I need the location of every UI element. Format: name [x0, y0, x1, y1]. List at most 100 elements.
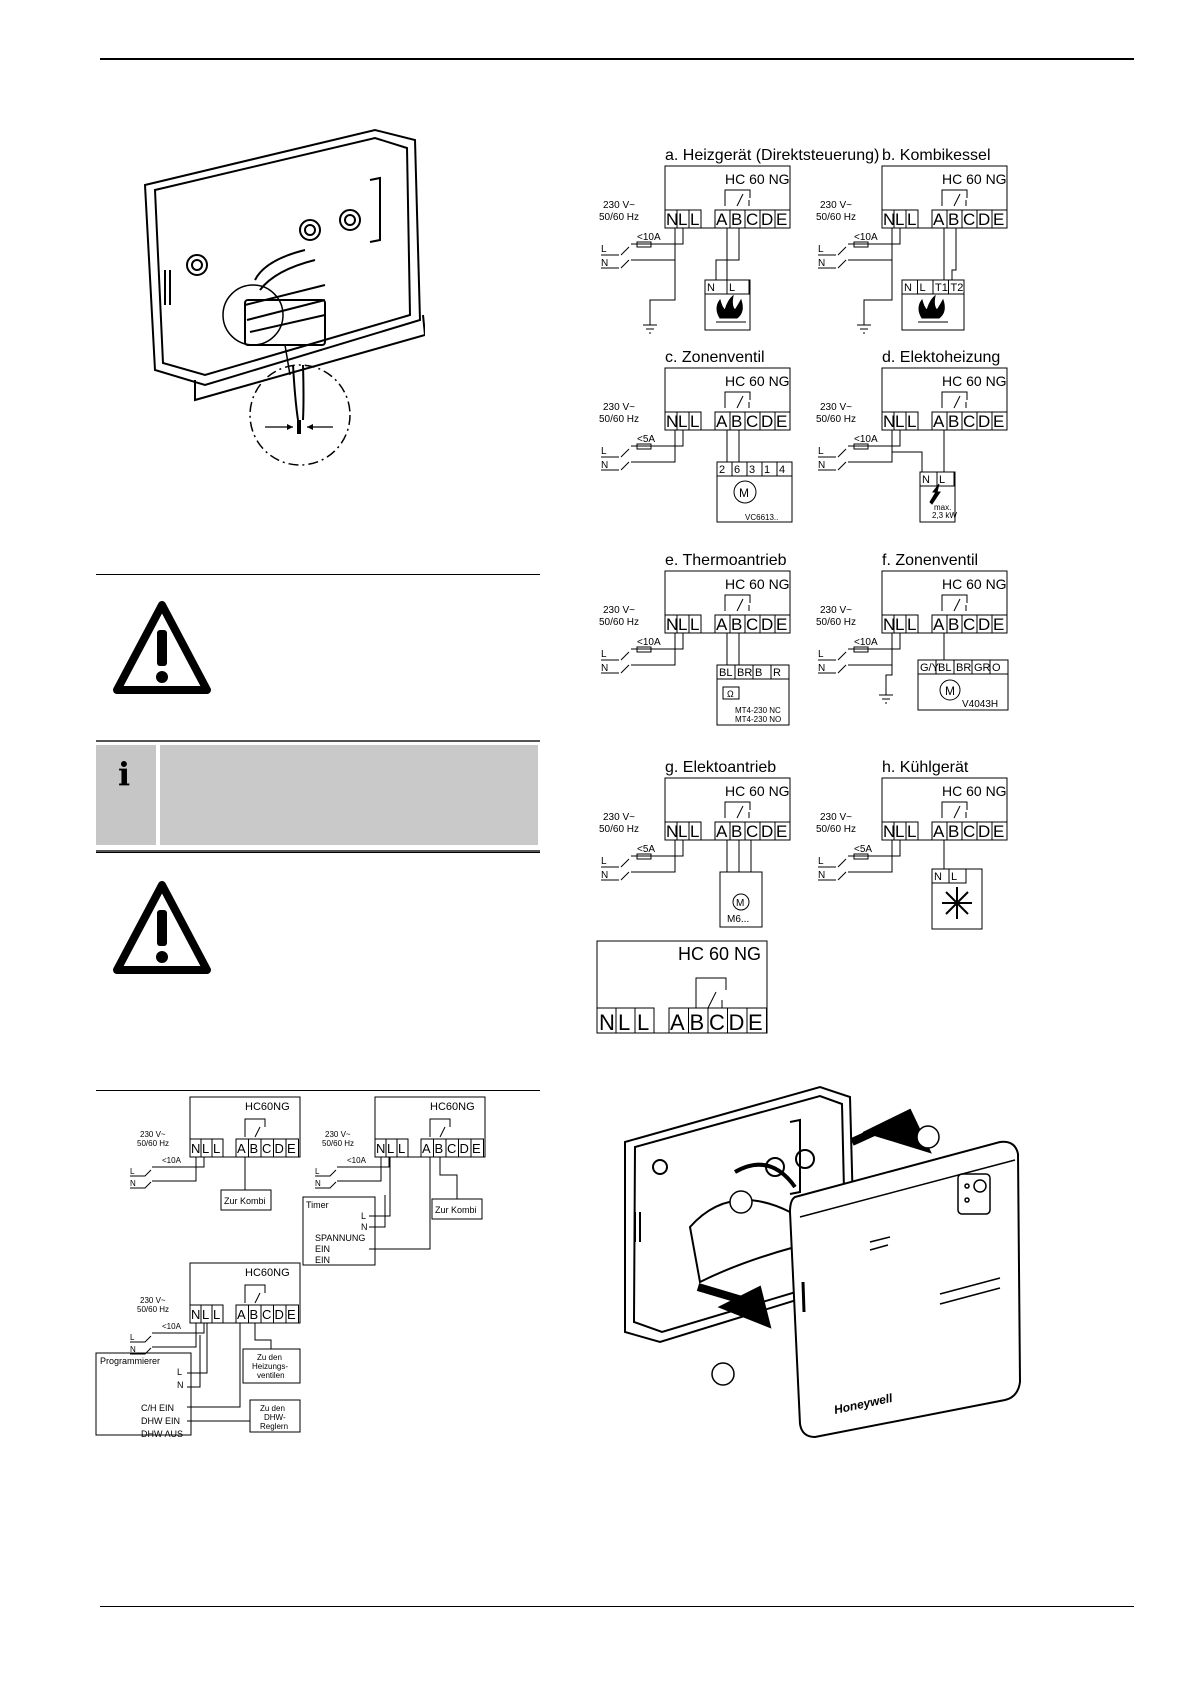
terminal-L: L: [678, 615, 687, 634]
neutral-label: N: [315, 1179, 321, 1188]
fuse-label: <10A: [347, 1156, 367, 1165]
snowflake-icon: [942, 887, 972, 919]
terminal-B: B: [250, 1141, 259, 1156]
terminal-D: D: [761, 412, 773, 431]
kombi-wire-2: [439, 1157, 458, 1199]
programmer-row: C/H EIN: [141, 1403, 174, 1413]
load-wiring: [726, 633, 740, 665]
terminal-L: L: [213, 1307, 220, 1322]
load-terminal-G/Y: G/Y: [920, 662, 940, 674]
device-label-1: MT4-230 NC: [735, 706, 781, 715]
load-terminal: [936, 471, 955, 487]
supply-frequency: 50/60 Hz: [137, 1305, 169, 1314]
terminal-box: [905, 411, 919, 431]
neutral-label: N: [601, 663, 608, 674]
timer-row: EIN: [315, 1244, 330, 1254]
terminal-box: [285, 1304, 299, 1324]
fuse-label: <10A: [854, 232, 878, 243]
load-terminal: [989, 659, 1009, 675]
supply-wiring: [601, 633, 684, 674]
terminal-E: E: [472, 1141, 481, 1156]
line-label: L: [130, 1333, 135, 1342]
terminal-N: N: [883, 822, 895, 841]
terminal-L: L: [678, 210, 687, 229]
terminal-A: A: [933, 822, 945, 841]
heizung-wire: [254, 1323, 272, 1349]
terminal-E: E: [776, 210, 787, 229]
supply-voltage: 230 V~: [820, 402, 852, 413]
info-box: i: [96, 740, 540, 852]
terminal-L: L: [202, 1141, 209, 1156]
line-label: L: [601, 446, 607, 457]
section-rule-1: [96, 574, 540, 575]
terminal-box: [991, 209, 1008, 229]
relay-contact: [941, 391, 968, 409]
programmer-row: DHW AUS: [141, 1429, 183, 1439]
diagram-title-b: b. Kombikessel: [882, 147, 991, 164]
relay-contact: [429, 1118, 451, 1138]
fuse-label: <10A: [162, 1156, 182, 1165]
terminal-C: C: [746, 210, 758, 229]
timer-title: Timer: [306, 1200, 329, 1210]
terminal-A: A: [716, 822, 728, 841]
relay-contact: [724, 801, 751, 819]
terminal-B: B: [731, 210, 742, 229]
dhw-label: Reglern: [260, 1422, 288, 1431]
load-terminal-3: 3: [749, 464, 755, 476]
model-label: HC 60 NG: [942, 373, 1007, 389]
terminal-L: L: [907, 412, 916, 431]
terminal-box: [634, 1007, 655, 1034]
terminal-B: B: [250, 1307, 259, 1322]
terminal-box: [905, 209, 919, 229]
model-label: HC 60 NG: [725, 373, 790, 389]
model-label: HC 60 NG: [942, 783, 1007, 799]
terminal-C: C: [709, 1010, 725, 1035]
supply-wiring: [130, 1323, 205, 1355]
load-wiring: [649, 228, 740, 325]
terminal-N: N: [883, 412, 895, 431]
terminal-N: N: [883, 210, 895, 229]
terminal-box: [211, 1304, 224, 1324]
assembly-illustration: Honeywell: [624, 1085, 1022, 1439]
line-label: L: [818, 856, 824, 867]
load-terminal: [770, 664, 790, 680]
load-terminal-L: L: [951, 871, 957, 883]
model-label: HC 60 NG: [678, 944, 761, 964]
header-rule: [100, 58, 1134, 60]
warning-triangle-icon-2: [113, 881, 211, 974]
terminal-L: L: [895, 210, 904, 229]
fuse-label: <10A: [637, 232, 661, 243]
terminal-L: L: [690, 412, 699, 431]
relay-contact: [941, 801, 968, 819]
heater-note-2: 2,3 kW: [932, 511, 957, 520]
timer-row: SPANNUNG: [315, 1233, 365, 1243]
ground-icon: [857, 324, 871, 334]
fuse-label: <5A: [637, 434, 655, 445]
supply-voltage: 230 V~: [325, 1130, 351, 1139]
terminal-D: D: [275, 1141, 284, 1156]
model-label: HC 60 NG: [942, 576, 1007, 592]
supply-voltage: 230 V~: [140, 1130, 166, 1139]
supply-wiring: [601, 840, 684, 881]
neutral-label: N: [818, 663, 825, 674]
zur-kombi-label: Zur Kombi: [224, 1196, 266, 1206]
load-terminal-N: N: [707, 282, 715, 294]
load-wiring: [885, 633, 945, 695]
load-terminal-L: L: [729, 282, 735, 294]
supply-voltage: 230 V~: [603, 200, 635, 211]
ohm-label: Ω: [727, 689, 734, 699]
wall-plate-illustration: [143, 128, 425, 402]
load-wiring: [891, 430, 945, 472]
load-terminal-B: B: [755, 667, 762, 679]
terminal-L: L: [618, 1010, 630, 1035]
supply-wiring: [315, 1157, 390, 1189]
programmer-title: Programmierer: [100, 1356, 160, 1366]
terminal-B: B: [731, 615, 742, 634]
ground-icon: [643, 324, 657, 334]
supply-frequency: 50/60 Hz: [599, 824, 639, 835]
terminal-D: D: [978, 615, 990, 634]
